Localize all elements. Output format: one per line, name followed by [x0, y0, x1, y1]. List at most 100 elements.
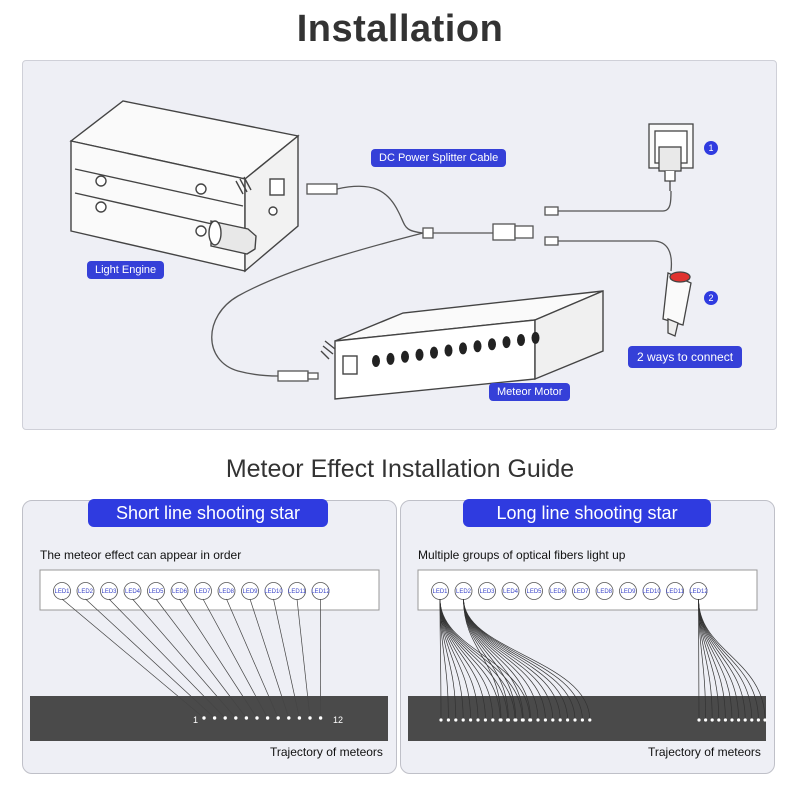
led-label: LED7 — [195, 589, 211, 595]
led-label: LED7 — [573, 589, 589, 595]
led-label: LED9 — [242, 589, 258, 595]
trajectory-band — [408, 696, 766, 741]
led-label: LED5 — [526, 589, 542, 595]
led-label: LED12 — [689, 589, 708, 595]
wall-adapter — [648, 123, 694, 191]
trajectory-end-number: 12 — [333, 715, 343, 725]
led-label: LED1 — [432, 589, 448, 595]
meteor-dot — [551, 718, 555, 722]
fiber-line — [85, 598, 215, 719]
led-label: LED3 — [101, 589, 117, 595]
motor-hole — [415, 348, 424, 361]
fiber-line — [273, 598, 300, 719]
fiber-line — [439, 598, 531, 721]
led-port — [642, 582, 661, 600]
meteor-dot — [212, 716, 217, 720]
badge-1: 1 — [704, 141, 718, 155]
led-label: LED5 — [148, 589, 164, 595]
meteor-dot — [469, 718, 473, 722]
meteor-dot — [737, 718, 741, 722]
meteor-dot — [506, 718, 510, 722]
motor-hole — [386, 352, 395, 365]
led-label: LED6 — [550, 589, 566, 595]
meteor-dot — [543, 718, 547, 722]
fiber-line — [698, 598, 766, 721]
led-label: LED6 — [172, 589, 188, 595]
led-label: LED4 — [503, 589, 519, 595]
meteor-dot — [717, 718, 721, 722]
meteor-dot — [454, 718, 458, 722]
meteor-dot — [529, 718, 533, 722]
meteor-dot — [750, 718, 754, 722]
long-line-heading: Long line shooting star — [463, 499, 711, 527]
meteor-dot — [446, 718, 450, 722]
meteor-dot — [566, 718, 570, 722]
short-line-heading: Short line shooting star — [88, 499, 328, 527]
led-label: LED1 — [54, 589, 70, 595]
guide-title: Meteor Effect Installation Guide — [225, 455, 575, 483]
light-engine-device — [69, 100, 300, 273]
meteor-dot — [297, 716, 302, 720]
long-line-description: Multiple groups of optical fibers light … — [418, 548, 626, 562]
motor-hole — [430, 346, 438, 359]
led-port — [548, 582, 567, 600]
led-port — [525, 582, 543, 600]
meteor-dot — [558, 718, 562, 722]
car-plug — [662, 271, 692, 337]
fiber-line — [463, 598, 591, 721]
motor-hole — [459, 342, 467, 355]
long-line-panel: Long line shooting star Multiple groups … — [400, 499, 775, 774]
led-port — [666, 582, 684, 600]
led-label: LED2 — [78, 589, 94, 595]
led-label: LED10 — [264, 589, 283, 595]
meteor-dot — [276, 716, 280, 720]
meteor-dot — [756, 718, 760, 722]
short-trajectory-caption: Trajectory of meteors — [270, 745, 383, 759]
meteor-dot — [318, 716, 323, 720]
led-label: LED4 — [125, 589, 141, 595]
page-title: Installation — [296, 8, 504, 50]
meteor-dot — [483, 718, 487, 722]
short-line-description: The meteor effect can appear in order — [40, 548, 242, 562]
meteor-dot — [723, 718, 727, 722]
trajectory-start-number: 1 — [193, 715, 198, 725]
meteor-dot — [499, 718, 503, 722]
meteor-dot — [234, 716, 238, 720]
label-meteor-motor: Meteor Motor — [489, 383, 571, 401]
led-label: LED10 — [642, 589, 661, 595]
short-line-panel: Short line shooting star The meteor effe… — [22, 499, 397, 774]
fiber-line — [61, 598, 205, 719]
badge-2: 2 — [704, 291, 718, 305]
motor-holes — [372, 331, 540, 367]
meteor-dot — [573, 718, 577, 722]
meteor-dot — [439, 718, 443, 722]
splitter-cable — [211, 183, 673, 382]
meteor-dot — [521, 718, 525, 722]
meteor-dot — [308, 716, 312, 720]
installation-panel: DC Power Splitter Cable Light Engine Met… — [22, 60, 777, 430]
motor-hole — [401, 350, 409, 363]
motor-hole — [502, 336, 511, 349]
meteor-dot — [704, 718, 708, 722]
motor-hole — [473, 340, 482, 353]
meteor-dot — [536, 718, 540, 722]
fiber-line — [132, 598, 237, 719]
fiber-line — [249, 598, 290, 719]
fiber-line — [179, 598, 258, 719]
meteor-dot — [710, 718, 714, 722]
motor-hole — [531, 331, 540, 344]
label-ways-to-connect: 2 ways to connect — [628, 346, 743, 368]
motor-hole — [444, 344, 453, 357]
led-port — [619, 582, 637, 600]
trajectory-band — [30, 696, 388, 741]
led-label: LED8 — [597, 589, 613, 595]
fiber-line — [108, 598, 226, 719]
meteor-dot — [743, 718, 747, 722]
led-port — [572, 582, 590, 600]
led-label: LED3 — [479, 589, 495, 595]
meteor-dot — [491, 718, 495, 722]
led-label: LED12 — [311, 589, 330, 595]
led-label: LED2 — [456, 589, 472, 595]
